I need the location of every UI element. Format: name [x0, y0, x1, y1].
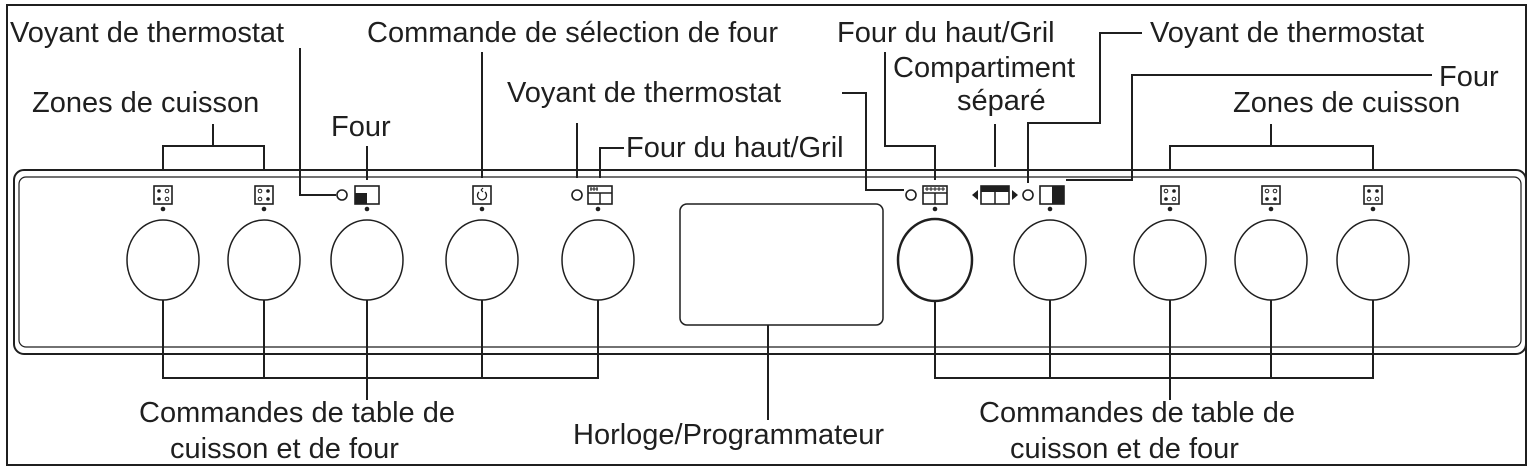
- knob-index-dots: [160, 206, 1376, 212]
- oven-icon: [1039, 185, 1065, 205]
- label-top-oven-grill-right: Four du haut/Gril: [837, 17, 1055, 49]
- knob-5[interactable]: [561, 219, 635, 301]
- label-thermostat-light-left: Voyant de thermostat: [10, 17, 284, 49]
- knob-3[interactable]: [330, 219, 404, 301]
- separate-compartment-icon: [972, 185, 1018, 205]
- label-top-oven-grill-left: Four du haut/Gril: [626, 132, 844, 164]
- knobs: [126, 217, 1410, 303]
- label-cooking-zones-right: Zones de cuisson: [1233, 87, 1460, 119]
- knob-1[interactable]: [126, 219, 200, 301]
- control-panel: [13, 169, 1527, 355]
- hob-zones-icon: [1363, 185, 1383, 205]
- label-oven-selector: Commande de sélection de four: [367, 17, 778, 49]
- knob-6[interactable]: [896, 217, 974, 303]
- label-controls-right-line1: Commandes de table de: [979, 397, 1295, 429]
- top-oven-grill-icon: [587, 185, 613, 205]
- knob-10[interactable]: [1336, 219, 1410, 301]
- label-controls-right-line2: cuisson et de four: [1010, 433, 1239, 465]
- knob-2[interactable]: [227, 219, 301, 301]
- label-oven-right: Four: [1439, 61, 1499, 93]
- hob-zones-icon: [1160, 185, 1180, 205]
- label-thermostat-light-right: Voyant de thermostat: [1150, 17, 1424, 49]
- label-controls-left-line1: Commandes de table de: [139, 397, 455, 429]
- label-oven-left: Four: [331, 111, 391, 143]
- clock-display[interactable]: [679, 203, 884, 326]
- knob-4[interactable]: [445, 219, 519, 301]
- leader-lines: [162, 32, 1432, 420]
- label-compartment-line2: séparé: [957, 85, 1046, 117]
- hob-zones-icon: [153, 185, 173, 205]
- label-clock-programmer: Horloge/Programmateur: [573, 419, 884, 451]
- label-cooking-zones-left: Zones de cuisson: [32, 87, 259, 119]
- labels: Voyant de thermostat Zones de cuisson Fo…: [10, 17, 1499, 465]
- knob-7[interactable]: [1013, 219, 1087, 301]
- label-compartment-line1: Compartiment: [893, 52, 1075, 84]
- label-thermostat-light-middle: Voyant de thermostat: [507, 77, 781, 109]
- top-oven-grill-icon: [922, 185, 948, 205]
- hob-zones-icon: [1261, 185, 1281, 205]
- label-controls-left-line2: cuisson et de four: [170, 433, 399, 465]
- thermostat-light-icon: [336, 189, 1034, 201]
- hob-zones-icon: [254, 185, 274, 205]
- knob-8[interactable]: [1133, 219, 1207, 301]
- oven-selector-icon: [472, 185, 492, 205]
- oven-icon: [354, 185, 380, 205]
- knob-9[interactable]: [1234, 219, 1308, 301]
